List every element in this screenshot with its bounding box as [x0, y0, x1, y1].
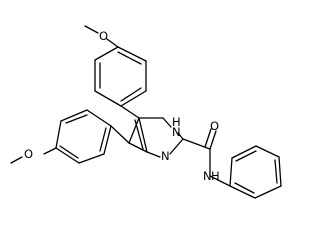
left-methoxy-bond: [10, 147, 57, 164]
carboxamide-group: [182, 128, 231, 187]
imidazole-ring: [128, 117, 184, 158]
n-phenyl-ring: [229, 145, 282, 199]
top-methoxy-bond: [84, 25, 119, 48]
atom-o-top: O: [99, 29, 108, 43]
top-phenyl-ring: [94, 46, 147, 107]
atom-o-left: O: [24, 147, 33, 161]
atom-n-ring-h: N: [172, 125, 181, 139]
top-aryl-bond: [120, 105, 140, 119]
atom-labels: O O H N N O N H: [24, 29, 220, 183]
chemical-structure: O O H N N O N H: [10, 25, 282, 199]
atom-n-amide: N: [203, 169, 212, 183]
atom-h-amide: H: [211, 169, 220, 183]
atom-h-ring: H: [172, 115, 181, 129]
left-aryl-bond: [110, 125, 130, 144]
atom-n-ring: N: [161, 149, 170, 163]
structure-canvas: O O H N N O N H: [10, 25, 282, 199]
atom-o-carbonyl: O: [210, 119, 219, 133]
left-phenyl-ring: [55, 109, 112, 164]
